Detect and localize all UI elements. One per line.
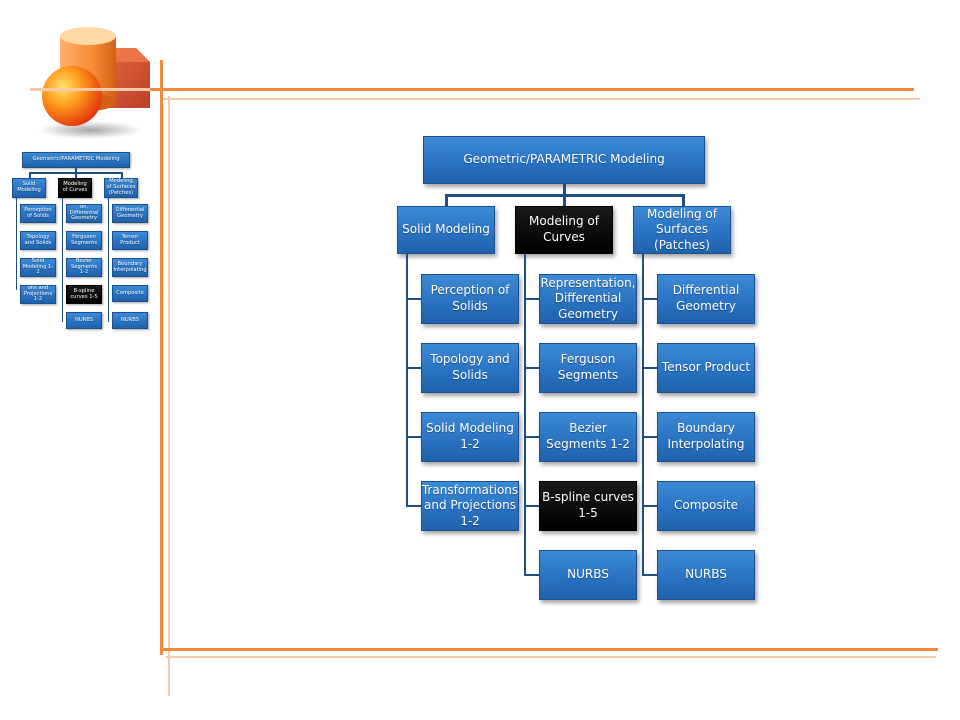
- solid-item-topology: Topology and Solids: [421, 343, 519, 393]
- connector: [524, 574, 540, 576]
- thumb-curves-item-5: NURBS: [66, 312, 102, 329]
- column-title-modeling-of-curves: Modeling of Curves: [515, 206, 613, 254]
- thumb-surfaces-item-4: Composite: [112, 285, 148, 302]
- connector: [406, 298, 422, 300]
- connector: [563, 194, 566, 206]
- connector: [406, 505, 422, 507]
- surfaces-item-tensor: Tensor Product: [657, 343, 755, 393]
- thumb-column-title-solid: Solid Modeling: [12, 178, 46, 198]
- connector: [406, 367, 422, 369]
- solid-item-solid-modeling: Solid Modeling 1-2: [421, 412, 519, 462]
- logo-solids-graphic: [38, 27, 150, 139]
- curves-item-ferguson: Ferguson Segments: [539, 343, 637, 393]
- connector: [406, 254, 408, 506]
- connector: [563, 184, 566, 196]
- connector: [524, 367, 540, 369]
- column-title-solid-modeling: Solid Modeling: [397, 206, 495, 254]
- connector: [524, 254, 526, 575]
- connector: [406, 436, 422, 438]
- left-accent-line: [160, 60, 163, 655]
- solid-item-transformations: Transformations and Projections 1-2: [421, 481, 519, 531]
- connector: [642, 505, 658, 507]
- thumb-curves-item-1: on, Differential Geometry: [66, 204, 102, 223]
- thumb-solid-item-3: Solid Modeling 1-2: [20, 258, 56, 277]
- thumb-surfaces-item-3: Boundary Interpolating: [112, 258, 148, 277]
- connector: [682, 194, 685, 206]
- root-node: Geometric/PARAMETRIC Modeling: [423, 136, 705, 184]
- thumb-solid-item-1: Perception of Solids: [20, 204, 56, 223]
- thumb-column-title-surfaces: Modeling of Surfaces (Patches): [104, 178, 138, 198]
- connector: [642, 574, 658, 576]
- surfaces-item-nurbs: NURBS: [657, 550, 755, 600]
- connector: [524, 298, 540, 300]
- thumb-root-node: Geometric/PARAMETRIC Modeling: [22, 152, 130, 168]
- curves-item-bspline: B-spline curves 1-5: [539, 481, 637, 531]
- curves-item-nurbs: NURBS: [539, 550, 637, 600]
- surfaces-item-differential: Differential Geometry: [657, 274, 755, 324]
- surfaces-item-boundary: Boundary Interpolating: [657, 412, 755, 462]
- surfaces-item-composite: Composite: [657, 481, 755, 531]
- connector: [642, 298, 658, 300]
- thumb-solid-item-2: Topology and Solids: [20, 231, 56, 250]
- top-accent-line-light: [30, 88, 150, 91]
- thumb-solid-item-4: ons and Projections 1-2: [20, 285, 56, 304]
- top-accent-line-light-2: [160, 98, 920, 100]
- left-accent-line-light: [168, 96, 170, 696]
- curves-item-bezier: Bezier Segments 1-2: [539, 412, 637, 462]
- thumb-column-title-curves: Modeling of Curves: [58, 178, 92, 198]
- connector: [642, 436, 658, 438]
- solid-item-perception: Perception of Solids: [421, 274, 519, 324]
- thumb-surfaces-item-5: NURBS: [112, 312, 148, 329]
- thumb-surfaces-item-2: Tensor Product: [112, 231, 148, 250]
- curves-item-representation: Representation, Differential Geometry: [539, 274, 637, 324]
- thumb-curves-item-4: B-spline curves 1-5: [66, 285, 102, 304]
- thumb-surfaces-item-1: Differential Geometry: [112, 204, 148, 223]
- bottom-accent-line: [160, 648, 938, 651]
- thumb-curves-item-3: Bezier Segments 1-2: [66, 258, 102, 277]
- column-title-modeling-of-surfaces: Modeling of Surfaces (Patches): [633, 206, 731, 254]
- top-accent-line: [150, 88, 914, 91]
- connector: [524, 505, 540, 507]
- connector: [524, 436, 540, 438]
- connector: [642, 367, 658, 369]
- connector: [642, 254, 644, 575]
- bottom-accent-line-light: [166, 656, 936, 658]
- thumb-curves-item-2: Ferguson Segments: [66, 231, 102, 250]
- connector: [445, 194, 448, 206]
